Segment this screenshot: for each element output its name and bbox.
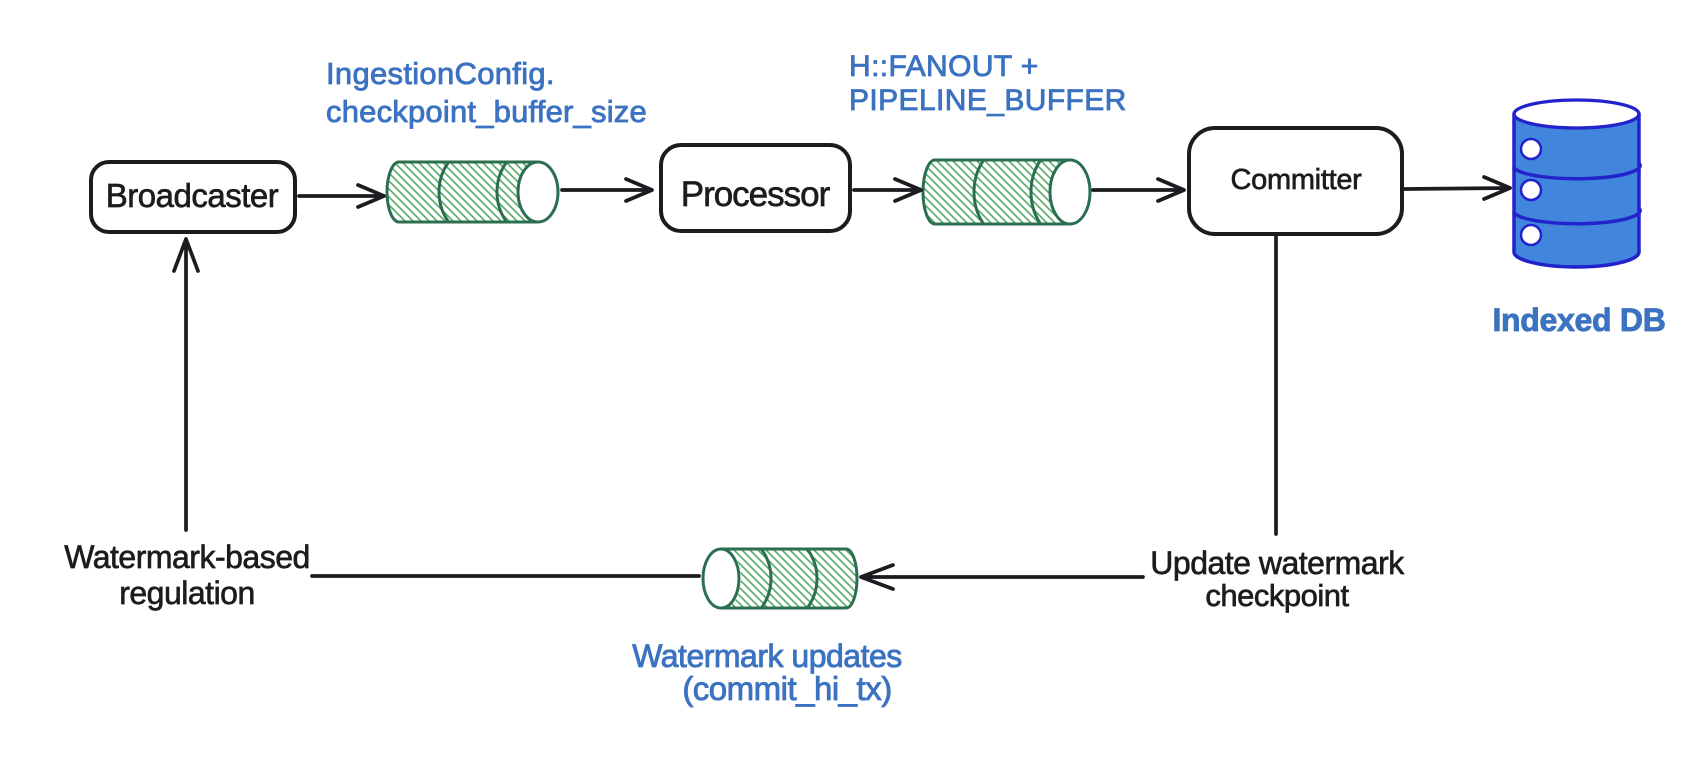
svg-text:Update watermark: Update watermark bbox=[1150, 545, 1405, 581]
svg-text:Watermark-based: Watermark-based bbox=[64, 539, 310, 575]
svg-text:Watermark updates: Watermark updates bbox=[632, 638, 902, 674]
svg-text:checkpoint: checkpoint bbox=[1205, 578, 1349, 613]
svg-text:PIPELINE_BUFFER: PIPELINE_BUFFER bbox=[849, 84, 1127, 117]
svg-text:(commit_hi_tx): (commit_hi_tx) bbox=[682, 670, 891, 707]
svg-text:Processor: Processor bbox=[681, 175, 831, 214]
svg-text:checkpoint_buffer_size: checkpoint_buffer_size bbox=[326, 94, 647, 129]
svg-text:Broadcaster: Broadcaster bbox=[106, 177, 279, 214]
svg-text:H::FANOUT +: H::FANOUT + bbox=[849, 50, 1039, 83]
svg-text:regulation: regulation bbox=[119, 575, 255, 611]
svg-text:Indexed DB: Indexed DB bbox=[1492, 302, 1665, 338]
svg-text:IngestionConfig.: IngestionConfig. bbox=[326, 56, 555, 91]
svg-text:Committer: Committer bbox=[1230, 164, 1362, 196]
